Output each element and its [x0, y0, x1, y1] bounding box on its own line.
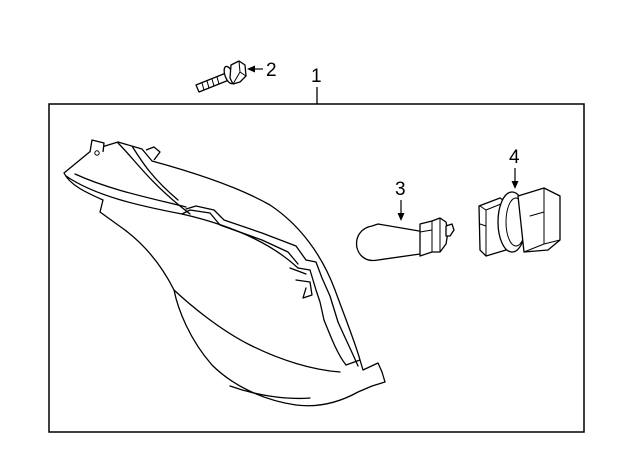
callout-2-label: 2 — [266, 60, 277, 81]
callout-2-arrow — [247, 65, 263, 73]
bolt-part — [195, 60, 247, 93]
socket-bulb-part — [478, 187, 561, 257]
lamp-housing — [63, 139, 386, 407]
callout-3-label: 3 — [395, 179, 406, 200]
wedge-bulb-part — [355, 217, 455, 262]
callout-4-arrow — [511, 168, 519, 189]
callout-4-label: 4 — [509, 147, 520, 168]
callout-1-label: 1 — [311, 66, 322, 87]
callout-3-arrow — [397, 200, 405, 221]
